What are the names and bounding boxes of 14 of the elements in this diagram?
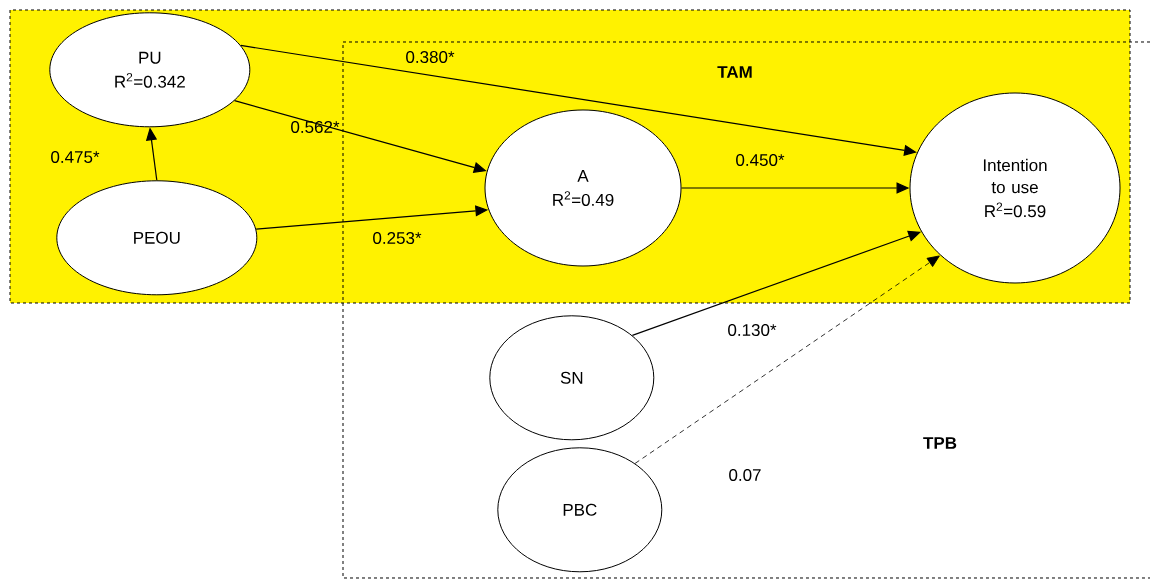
ellipse-node: SN	[489, 315, 655, 441]
edge-label: 0.450*	[736, 154, 785, 166]
arrow	[634, 255, 940, 464]
edge-label: 0.380*	[406, 51, 455, 63]
edge-label: 0.475*	[51, 151, 100, 163]
ellipse-node: A R$^{2}$=0.49	[484, 109, 682, 267]
ellipse-node: PBC	[497, 447, 663, 573]
ellipse-node: PEOU	[56, 180, 258, 296]
edge-label: 0.130*	[728, 323, 777, 336]
edge-label: 0.562*	[291, 121, 340, 133]
edge-label: 0.07	[729, 468, 761, 481]
ellipse-node: PU R$^{2}$=0.342	[49, 12, 251, 128]
ellipse-node: Intention to use R$^{2}$=0.59	[909, 92, 1121, 284]
edge-label: 0.253*	[373, 232, 422, 244]
